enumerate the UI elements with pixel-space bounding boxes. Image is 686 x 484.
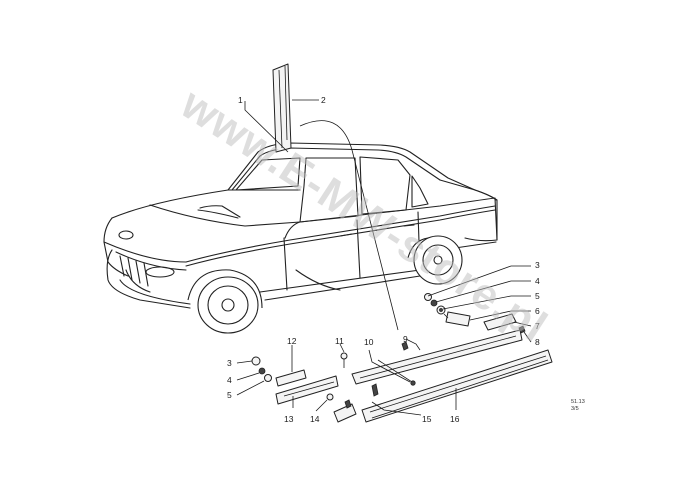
part-sill-strip-16 (361, 349, 553, 423)
callout-11: 11 (335, 336, 344, 346)
callout-3: 3 (535, 260, 540, 270)
part-end-cap-7 (483, 313, 526, 334)
part-clip-set-right (424, 293, 471, 327)
part-trim-piece-12 (275, 369, 307, 387)
callout-13: 13 (284, 414, 294, 424)
leader-lines (236, 99, 532, 416)
reference-code-line-2: 3/5 (571, 406, 579, 412)
callout-2: 2 (321, 95, 326, 105)
callout-4: 4 (535, 276, 540, 286)
callout-14: 14 (310, 414, 320, 424)
part-bolt-11 (340, 352, 348, 368)
callout-1: 1 (238, 95, 243, 105)
callout-16: 16 (450, 414, 460, 424)
part-clip-set-left (251, 356, 272, 382)
callout-6: 6 (535, 306, 540, 316)
callout-9: 9 (403, 334, 408, 344)
callout-5-left: 5 (227, 390, 232, 400)
callout-15: 15 (422, 414, 432, 424)
reference-code-line-1: 51.13 (571, 399, 585, 405)
part-trim-strip-2 (272, 63, 292, 153)
callout-12: 12 (287, 336, 297, 346)
part-screw-10 (371, 359, 416, 397)
callout-4-left: 4 (227, 375, 232, 385)
callout-8: 8 (535, 337, 540, 347)
part-sill-strip-15 (333, 399, 357, 423)
car-illustration (103, 142, 498, 334)
callout-3-left: 3 (227, 358, 232, 368)
part-clip-14 (326, 393, 334, 401)
callout-labels: 1 2 3 4 5 6 7 8 9 10 11 12 13 14 15 16 3… (227, 95, 540, 424)
callout-10: 10 (364, 337, 374, 347)
callout-7: 7 (535, 321, 540, 331)
reference-code: 51.13 3/5 (571, 399, 585, 412)
callout-5: 5 (535, 291, 540, 301)
part-trim-piece-13 (275, 375, 339, 405)
